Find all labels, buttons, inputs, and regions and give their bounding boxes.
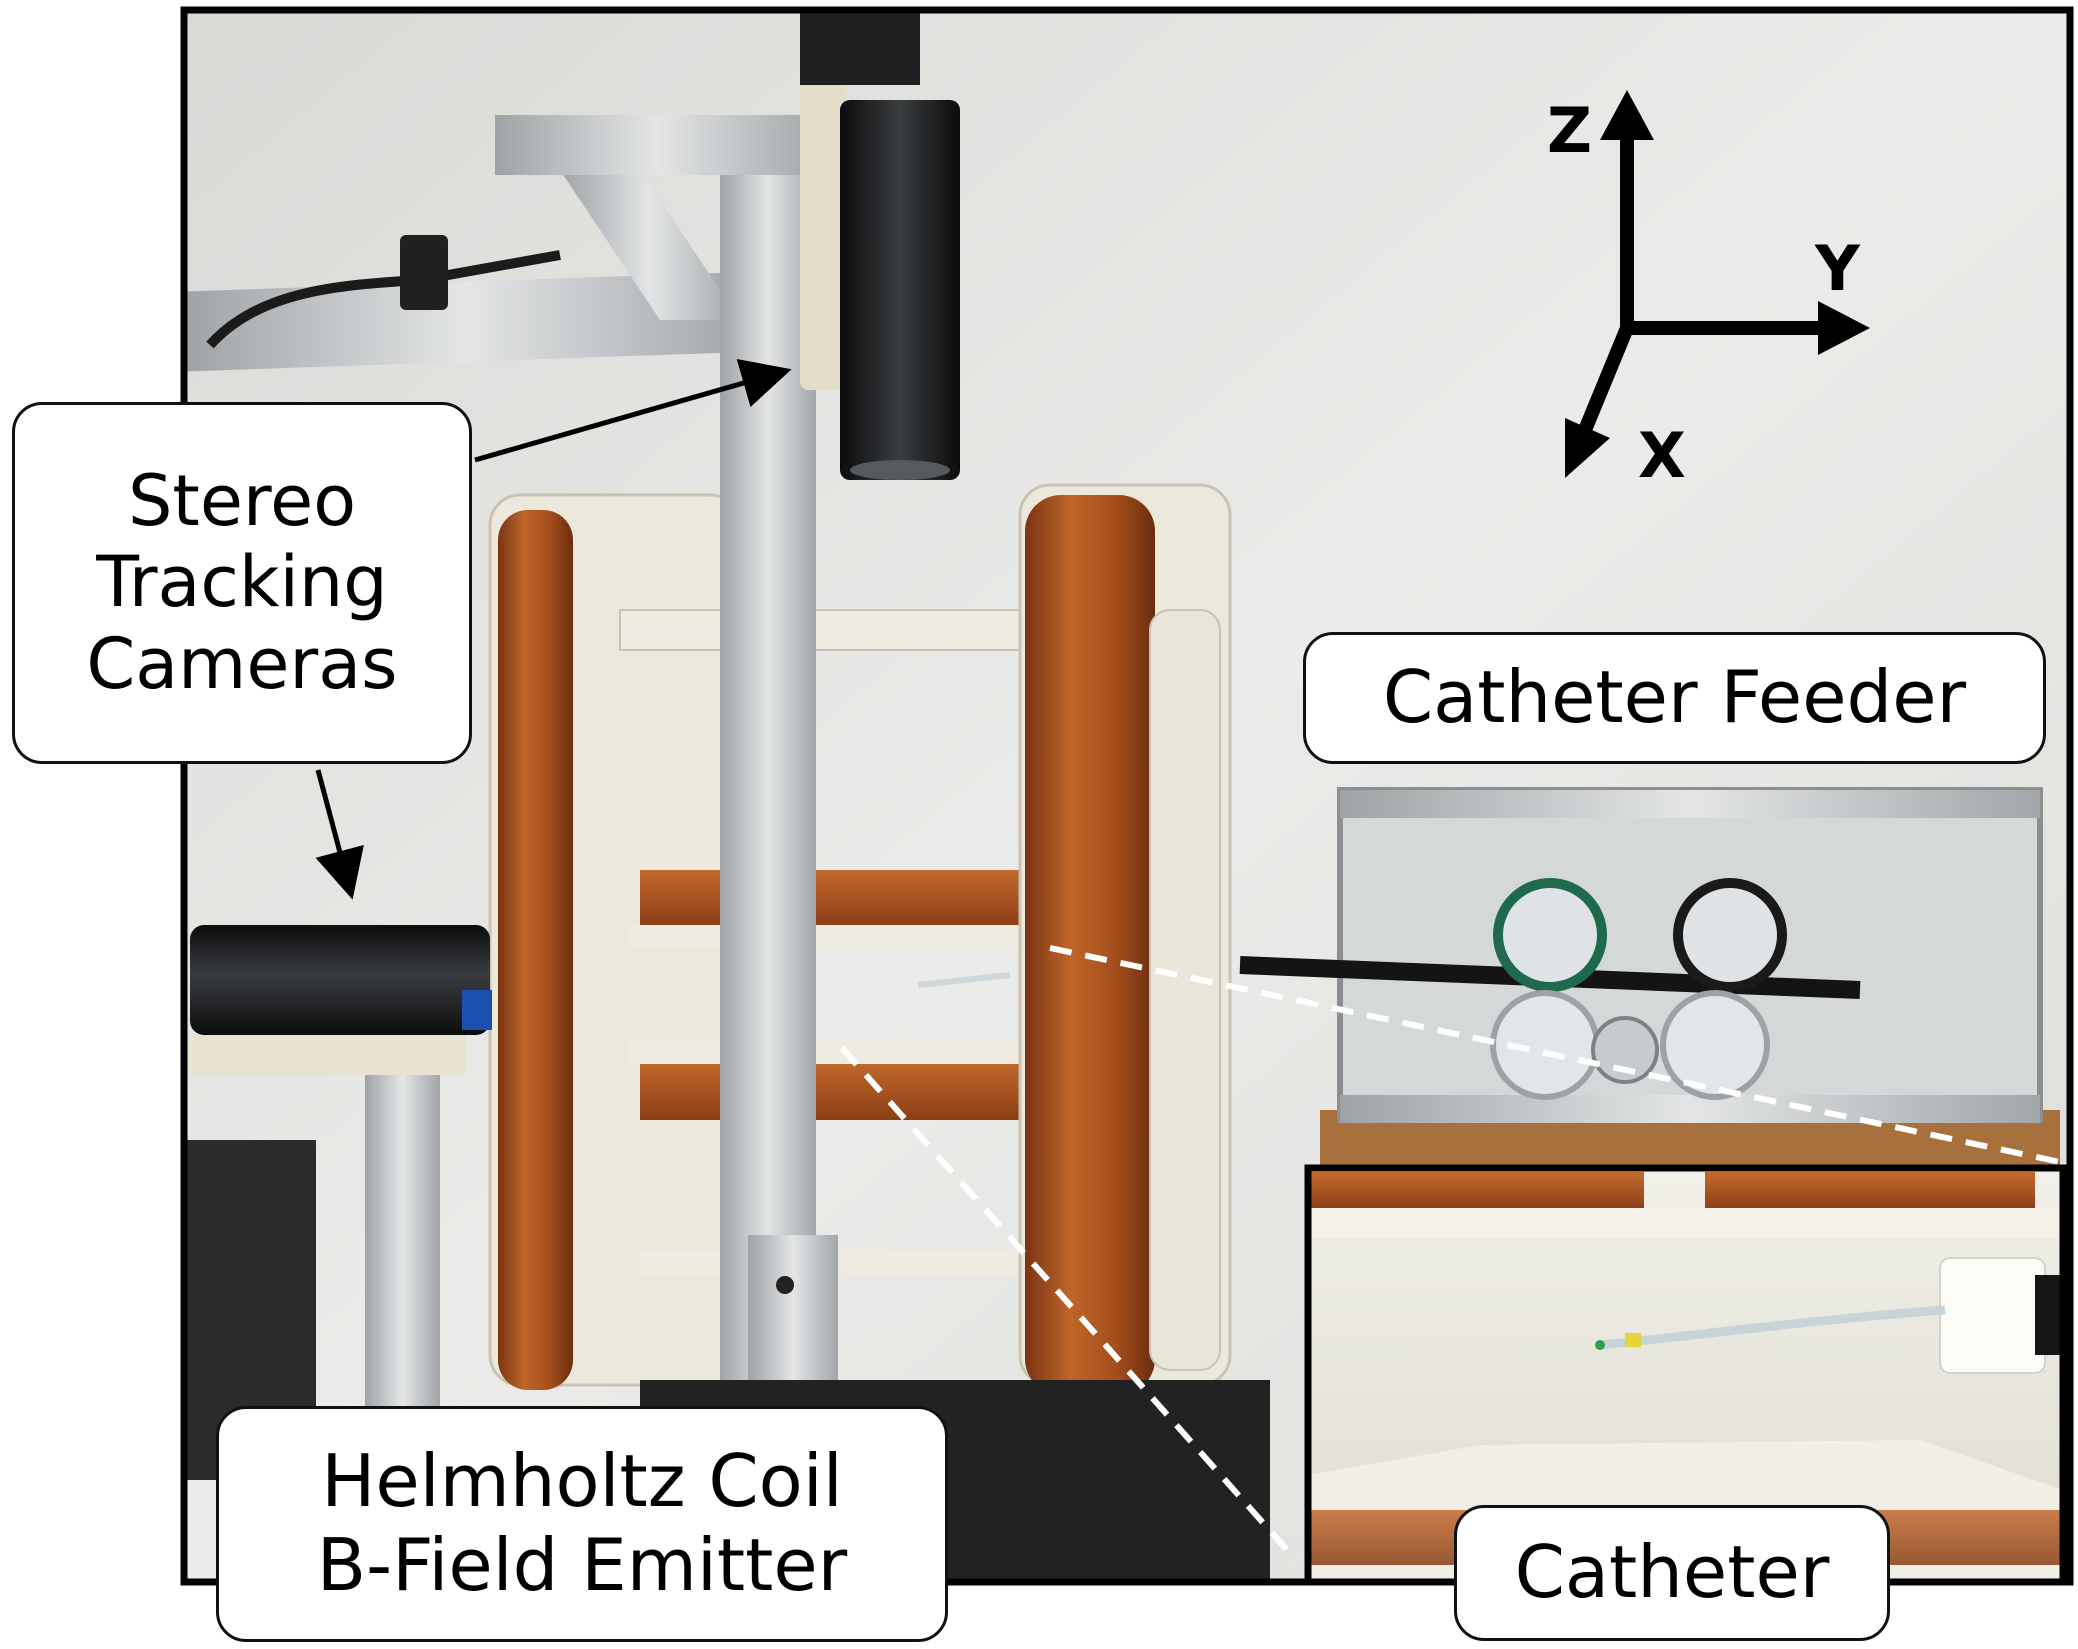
photo [180,6,2074,1586]
inset-catheter-tip-band [1625,1333,1641,1347]
top-tracking-camera [800,10,960,480]
pointer-to-side-camera [315,769,364,900]
feeder-rail-top [1340,790,2040,818]
camera-body-top [800,10,920,85]
inset-copper-top [1705,1172,2035,1210]
copper-coil-left [498,510,573,1390]
pillar-top-bracket [495,115,820,175]
x-axis-label: X [1638,419,1686,492]
copper-coil-right [1025,495,1155,1395]
coil-plate-upper [619,609,1081,651]
callout-catheter-feeder: Catheter Feeder [1303,632,2046,764]
camera-mount [800,70,845,390]
inset-black-connector [2035,1275,2063,1355]
feeder-rail-bottom [1340,1095,2040,1123]
aluminum-rail-top [186,271,746,372]
copper-coil-horizontal-lower [640,1060,1060,1120]
zoom-line-lower [839,1046,1299,1562]
camera-label [462,990,492,1030]
y-arrowhead [1818,301,1870,355]
camera-stand [186,1035,466,1075]
callout-stereo-tracking-cameras: Stereo Tracking Cameras [12,402,472,764]
y-axis-label: Y [1815,232,1860,305]
catheter-in-coil [917,972,1011,988]
aluminum-diagonal-bracket [560,170,740,320]
zoom-line-upper [1049,945,2061,1165]
x-arrowhead [1565,418,1610,478]
inset-white-block [1939,1257,2046,1374]
coil-plate-bottom [640,1250,1040,1274]
feeder-wheel [1673,878,1787,992]
helmholtz-coil [488,483,1232,1395]
z-arrowhead [1600,90,1654,140]
camera-lens-side [190,925,490,1035]
feeder-wheel [1660,990,1770,1100]
photo-border [180,6,2074,1586]
inset-catheter-tip [1595,1340,1605,1350]
z-axis-label: Z [1547,94,1592,167]
inset-plate [1308,1208,2063,1238]
feeder-wheel [1493,878,1607,992]
callout-pointers [315,358,2061,1562]
feeder-gear [1591,1016,1659,1084]
bolt [776,1276,794,1294]
coil-plate-middle [630,925,1070,947]
x-axis-arrow [1578,325,1634,433]
camera-lens-glass [850,460,950,480]
callout-catheter: Catheter [1454,1505,1890,1641]
inset-copper-top [1308,1172,1644,1210]
cable-clip [400,235,448,310]
coil-side-plate [1149,609,1221,1371]
copper-coil-horizontal-upper [640,870,1060,925]
camera-lens-top [840,100,960,480]
catheter-feeder-device [1239,787,2060,1190]
coordinate-axes [1565,90,1870,478]
pointer-to-top-camera [474,358,792,463]
callout-helmholtz-coil: Helmholtz Coil B-Field Emitter [216,1406,948,1642]
aluminum-stand-left [365,1075,440,1455]
